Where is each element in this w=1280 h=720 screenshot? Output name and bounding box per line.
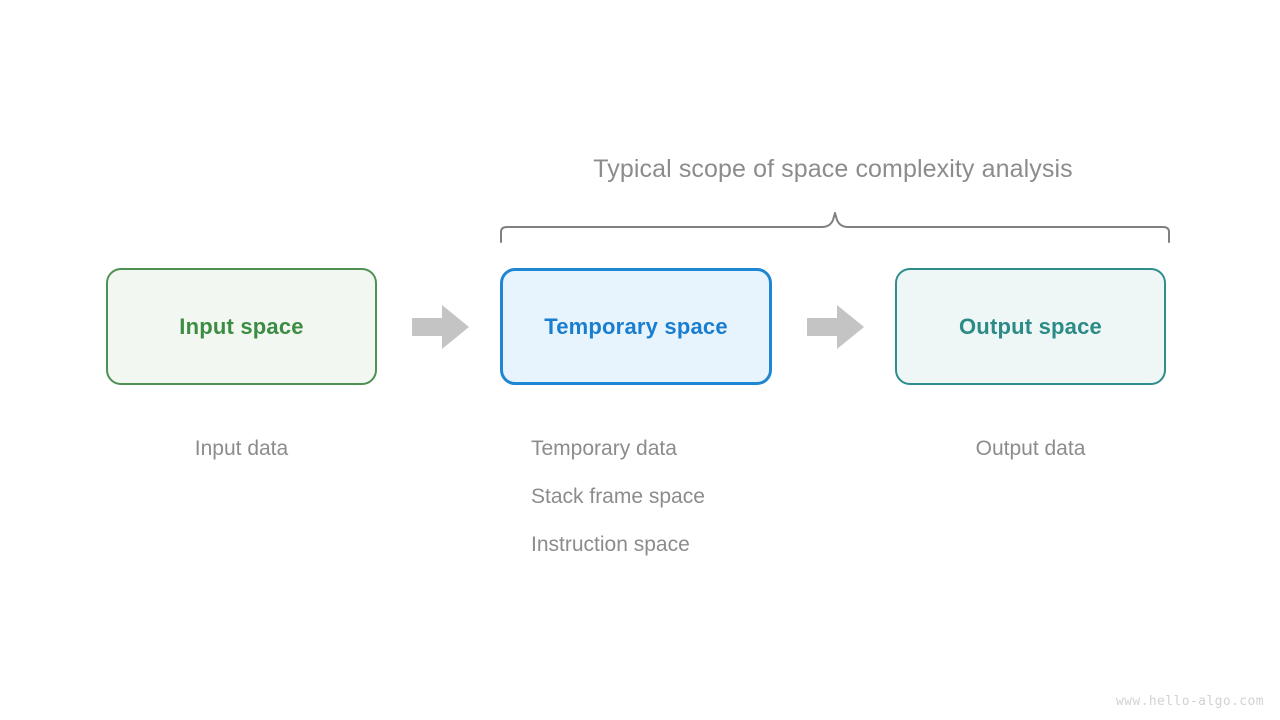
right-arrow-icon bbox=[807, 305, 864, 349]
caption-input: Input data bbox=[106, 425, 377, 473]
scope-title: Typical scope of space complexity analys… bbox=[0, 155, 1280, 184]
watermark: www.hello-algo.com bbox=[1115, 694, 1264, 709]
box-temporary-space[interactable]: Temporary space bbox=[500, 268, 772, 385]
caption-temporary-line: Temporary data bbox=[531, 437, 677, 460]
right-arrow-icon bbox=[412, 305, 469, 349]
caption-output: Output data bbox=[895, 425, 1166, 473]
box-temporary-space-label: Temporary space bbox=[544, 313, 728, 339]
caption-temporary-line: Stack frame space bbox=[531, 485, 705, 508]
box-output-space[interactable]: Output space bbox=[895, 268, 1166, 385]
caption-input-line: Input data bbox=[194, 437, 289, 460]
caption-temporary-line: Instruction space bbox=[531, 533, 690, 556]
box-output-space-label: Output space bbox=[959, 313, 1102, 339]
scope-title-text: Typical scope of space complexity analys… bbox=[593, 155, 1073, 183]
box-input-space-label: Input space bbox=[179, 313, 304, 339]
scope-brace-icon bbox=[500, 212, 1170, 243]
caption-output-line: Output data bbox=[975, 437, 1086, 460]
caption-temporary: Temporary data Stack frame space Instruc… bbox=[531, 425, 705, 569]
box-input-space[interactable]: Input space bbox=[106, 268, 377, 385]
